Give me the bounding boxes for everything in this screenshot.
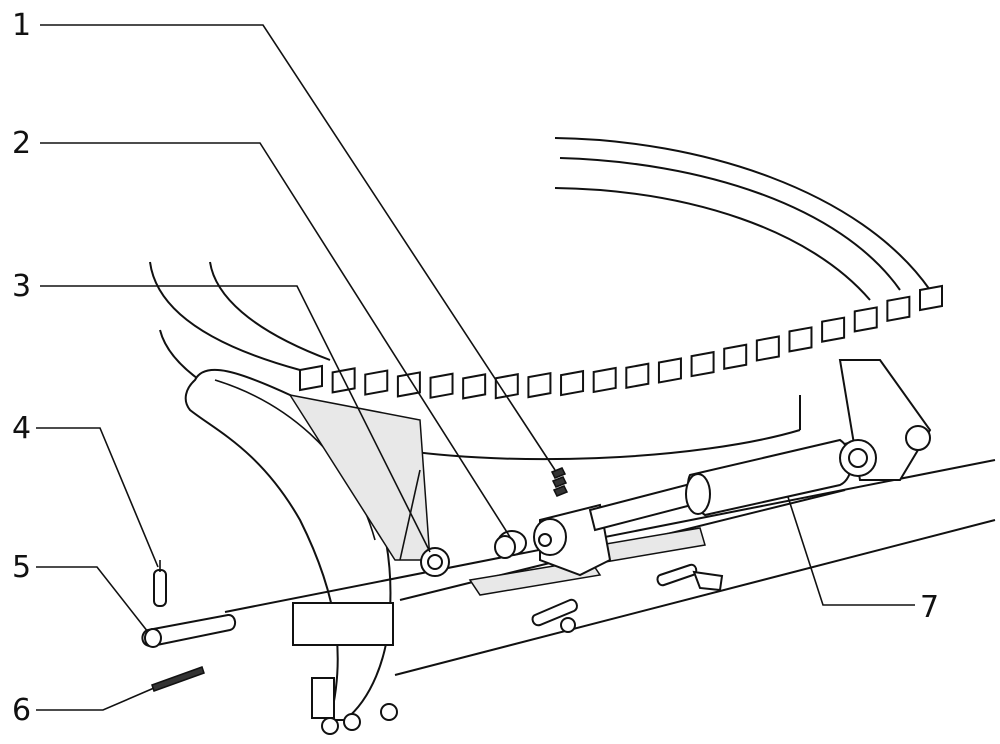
clevis-pin (141, 614, 236, 648)
gear-tooth (462, 373, 487, 400)
gear-teeth (299, 284, 943, 400)
leader-lines (36, 24, 915, 711)
leader-7 (787, 496, 915, 606)
gear-tooth (723, 343, 748, 370)
leader-1 (40, 24, 556, 471)
callout-7: 7 (920, 590, 939, 625)
leader-5 (36, 566, 149, 633)
gear-tooth (788, 326, 813, 353)
shaft-assembly (533, 359, 932, 577)
cotter-pin (151, 666, 205, 692)
shift-lever (184, 368, 431, 735)
gear-tooth (429, 372, 454, 399)
ring-gear (149, 137, 943, 461)
bushing (494, 530, 527, 559)
gear-tooth (364, 369, 389, 396)
gear-tooth (755, 335, 780, 362)
snap-ring (420, 547, 450, 577)
gear-tooth (560, 369, 585, 397)
gear-tooth (853, 306, 878, 333)
gear-tooth (396, 371, 421, 398)
gear-tooth (527, 371, 552, 399)
small-parts (141, 467, 724, 692)
linkage-pins (531, 563, 724, 633)
callout-5: 5 (12, 550, 31, 585)
leader-2 (40, 142, 511, 538)
gear-tooth (657, 357, 682, 384)
callout-2: 2 (12, 126, 31, 161)
gear-tooth (625, 362, 650, 389)
gear-tooth (886, 295, 911, 322)
gear-tooth (690, 350, 715, 378)
gear-tooth (494, 373, 519, 400)
callout-1: 1 (12, 8, 31, 43)
callout-4: 4 (12, 411, 31, 446)
callout-6: 6 (12, 693, 31, 728)
spring (550, 467, 569, 497)
gear-tooth (919, 284, 943, 312)
gear-tooth (592, 366, 617, 394)
gear-tooth (299, 364, 323, 392)
gear-tooth (821, 316, 846, 343)
callout-3: 3 (12, 269, 31, 304)
leader-3 (40, 285, 431, 553)
roll-pin (153, 560, 167, 607)
leader-6 (36, 687, 155, 711)
leader-4 (36, 427, 159, 568)
callout-labels: 1 2 3 4 5 6 7 (12, 8, 939, 728)
